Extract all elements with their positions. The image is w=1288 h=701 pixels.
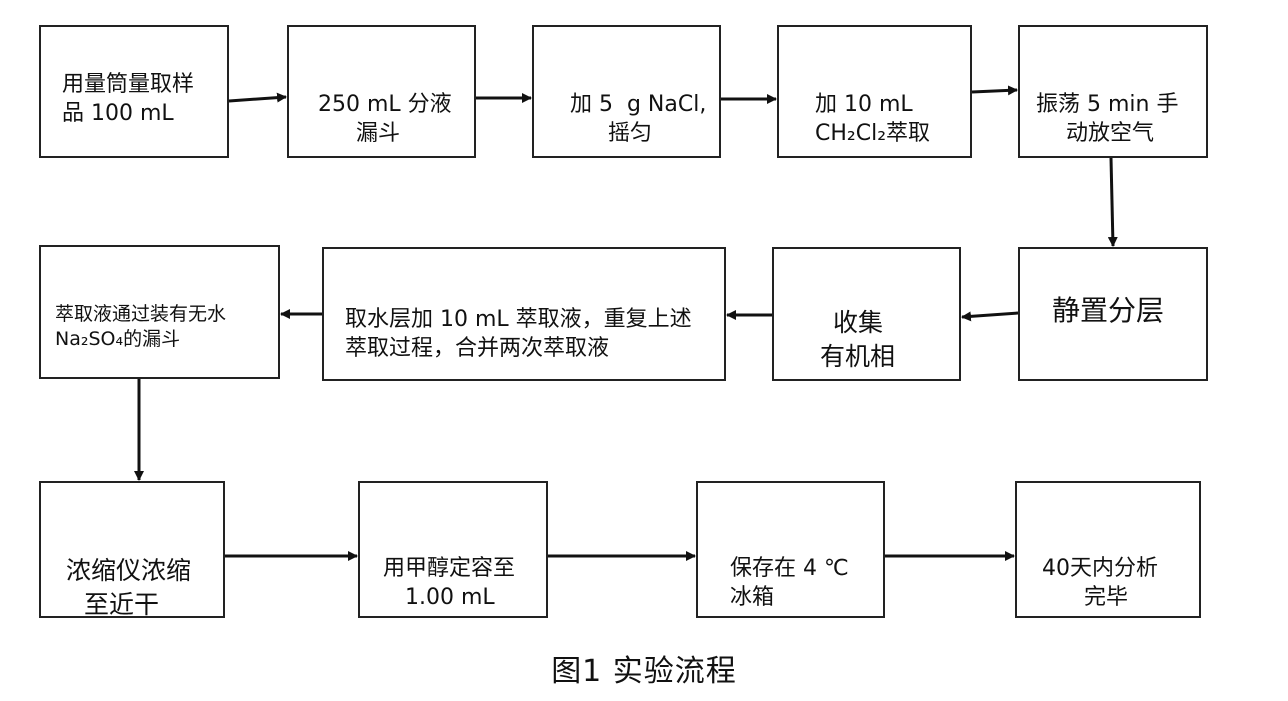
step-12-box bbox=[696, 481, 885, 618]
arrow-6-to-7 bbox=[961, 311, 1019, 322]
step-1-label: 用量筒量取样品 100 mL bbox=[62, 40, 194, 159]
step-12-label: 保存在 4 ℃ 冰箱 bbox=[730, 524, 849, 643]
step-5-label: 振荡 5 min 手动放空气 bbox=[1036, 60, 1178, 179]
arrow-4-to-5 bbox=[971, 85, 1018, 96]
step-9-line-1: 萃取液通过装有无水 bbox=[55, 302, 227, 325]
step-6-label: 静置分层 bbox=[1052, 294, 1165, 327]
step-4-line-1: 加 10 mL bbox=[815, 91, 913, 117]
step-11-line-2: 1.00 mL bbox=[405, 585, 495, 611]
step-9-box bbox=[39, 245, 280, 379]
step-10-box bbox=[39, 481, 225, 618]
step-7-line-2: 有机相 bbox=[820, 341, 896, 371]
step-10-label: 浓缩仪浓缩至近干 bbox=[66, 520, 191, 655]
step-13-line-2: 完毕 bbox=[1084, 585, 1129, 611]
step-8-line-2: 萃取过程，合并两次萃取液 bbox=[345, 336, 610, 362]
figure-caption: 图1 实验流程 bbox=[551, 654, 737, 689]
step-7-box bbox=[772, 247, 961, 381]
step-11-line-1: 用甲醇定容至 bbox=[383, 555, 516, 581]
step-1-line-2: 品 100 mL bbox=[62, 101, 174, 127]
step-10-line-2: 至近干 bbox=[84, 589, 160, 619]
step-1-box bbox=[39, 25, 229, 158]
step-8-line-1: 取水层加 10 mL 萃取液，重复上述 bbox=[345, 306, 692, 332]
step-12-line-2: 冰箱 bbox=[730, 585, 775, 611]
step-3-box bbox=[532, 25, 721, 158]
step-3-line-2: 摇匀 bbox=[608, 121, 653, 147]
step-1-line-1: 用量筒量取样 bbox=[62, 71, 195, 97]
step-3-line-1: 加 5 g NaCl, bbox=[570, 91, 707, 117]
step-4-label: 加 10 mL CH₂Cl₂萃取 bbox=[815, 60, 930, 179]
step-13-label: 40天内分析完毕 bbox=[1042, 524, 1158, 643]
step-9-line-2: Na₂SO₄的漏斗 bbox=[55, 328, 181, 351]
arrow-1-to-2 bbox=[228, 92, 287, 103]
step-2-line-2: 漏斗 bbox=[356, 121, 401, 147]
arrow-5-to-6 bbox=[1107, 157, 1118, 247]
step-6-box bbox=[1018, 247, 1208, 381]
step-2-line-1: 250 mL 分液 bbox=[318, 91, 452, 117]
step-5-line-1: 振荡 5 min 手 bbox=[1036, 91, 1179, 117]
step-10-line-1: 浓缩仪浓缩 bbox=[66, 555, 192, 585]
step-13-box bbox=[1015, 481, 1201, 618]
step-13-line-1: 40天内分析 bbox=[1042, 555, 1158, 581]
step-5-box bbox=[1018, 25, 1208, 158]
step-8-box bbox=[322, 247, 726, 381]
step-12-line-1: 保存在 4 ℃ bbox=[730, 555, 849, 581]
step-9-label: 萃取液通过装有无水 Na₂SO₄的漏斗 bbox=[55, 276, 226, 379]
step-2-label: 250 mL 分液漏斗 bbox=[318, 60, 452, 179]
step-4-box bbox=[777, 25, 972, 158]
step-7-label: 收集有机相 bbox=[820, 272, 895, 407]
step-4-line-2: CH₂Cl₂萃取 bbox=[815, 121, 931, 147]
step-8-label: 取水层加 10 mL 萃取液，重复上述萃取过程，合并两次萃取液 bbox=[345, 275, 692, 394]
step-3-label: 加 5 g NaCl, 摇匀 bbox=[570, 60, 706, 179]
step-2-box bbox=[287, 25, 476, 158]
step-7-line-1: 收集 bbox=[833, 307, 884, 337]
step-11-label: 用甲醇定容至 1.00 mL bbox=[383, 524, 515, 643]
step-11-box bbox=[358, 481, 548, 618]
step-5-line-2: 动放空气 bbox=[1066, 121, 1155, 147]
